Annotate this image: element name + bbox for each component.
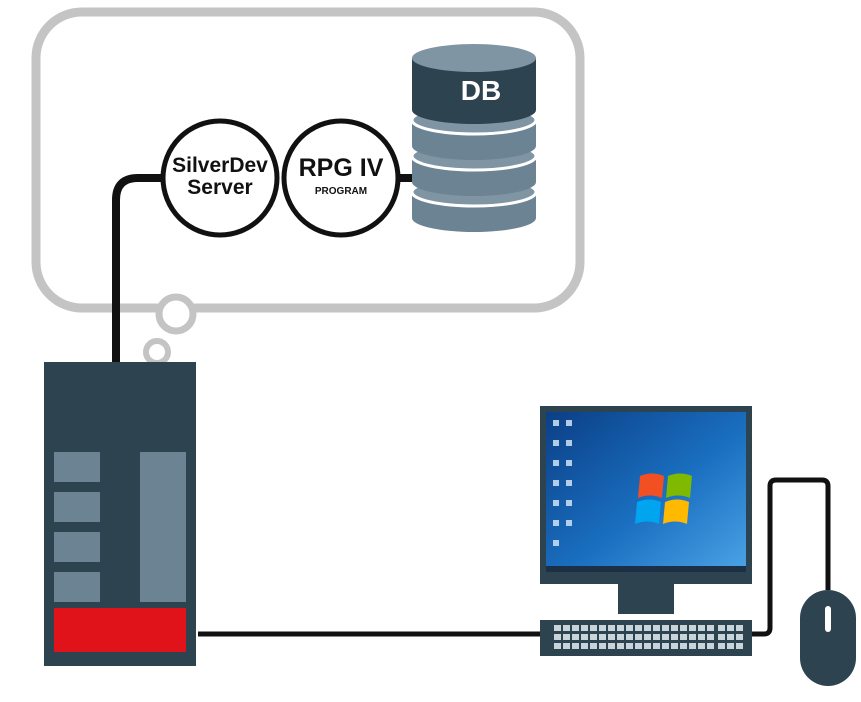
rpg-subtitle: PROGRAM — [315, 186, 367, 197]
rpg-title: RPG IV — [299, 154, 384, 182]
keyboard-key — [635, 634, 642, 640]
keyboard-key — [707, 634, 714, 640]
keyboard-key — [680, 625, 687, 631]
mouse-icon — [800, 590, 856, 686]
keyboard-key — [662, 634, 669, 640]
keyboard-key — [590, 625, 597, 631]
rpg-program-node: RPG IV PROGRAM — [281, 118, 401, 238]
keyboard-key — [608, 634, 615, 640]
server-drive-bay-3 — [54, 532, 100, 562]
server-to-silverdev-cable — [112, 174, 165, 362]
keyboard-key — [698, 625, 705, 631]
keyboard-key — [698, 634, 705, 640]
keyboard-key — [698, 643, 705, 649]
keypad-key — [736, 643, 743, 649]
keyboard-key — [635, 643, 642, 649]
keyboard-key — [689, 643, 696, 649]
keypad-key — [736, 625, 743, 631]
mouse-cable — [752, 477, 831, 637]
keyboard-key — [617, 625, 624, 631]
keyboard-key — [653, 625, 660, 631]
keyboard-key — [599, 634, 606, 640]
keyboard-key — [554, 643, 561, 649]
keyboard-key — [671, 625, 678, 631]
keyboard-key — [581, 634, 588, 640]
server-side-panel — [140, 452, 186, 602]
keyboard-key — [653, 643, 660, 649]
keyboard-key — [644, 643, 651, 649]
cables — [112, 174, 831, 637]
keyboard-key — [680, 634, 687, 640]
desktop-computer-icon — [540, 406, 752, 614]
keyboard-key — [581, 643, 588, 649]
keyboard-key — [572, 643, 579, 649]
keyboard-key — [689, 625, 696, 631]
keyboard-key — [590, 643, 597, 649]
keyboard-key — [581, 625, 588, 631]
keyboard-key — [554, 634, 561, 640]
keypad-key — [718, 625, 725, 631]
keyboard-key — [653, 634, 660, 640]
keyboard-key — [671, 634, 678, 640]
monitor-stand — [618, 584, 674, 614]
taskbar — [546, 566, 746, 572]
keyboard-key — [689, 634, 696, 640]
keypad-key — [727, 634, 734, 640]
silverdev-line2: Server — [187, 176, 252, 199]
keyboard-key — [554, 625, 561, 631]
keyboard-keys — [554, 625, 743, 649]
windows-logo-icon — [635, 473, 692, 524]
keyboard-key — [572, 634, 579, 640]
server-drive-bay-2 — [54, 492, 100, 522]
keyboard-key — [563, 634, 570, 640]
keyboard-key — [626, 634, 633, 640]
thought-bubble-medium — [143, 338, 171, 366]
database-label: DB — [461, 75, 501, 106]
keyboard-icon — [540, 620, 752, 656]
server-tower-icon — [44, 362, 196, 666]
thought-bubble-large — [155, 293, 197, 335]
keyboard-key — [635, 625, 642, 631]
mouse-wheel — [825, 606, 831, 632]
keyboard-key — [707, 625, 714, 631]
keyboard-key — [563, 643, 570, 649]
keypad-key — [727, 643, 734, 649]
keyboard-key — [617, 643, 624, 649]
keyboard-key — [707, 643, 714, 649]
keypad-key — [736, 634, 743, 640]
keyboard-key — [671, 643, 678, 649]
database-icon: DB — [410, 44, 538, 232]
keyboard-key — [644, 634, 651, 640]
keypad-key — [718, 643, 725, 649]
desktop-icons — [553, 420, 572, 546]
keypad-key — [727, 625, 734, 631]
keypad-key — [718, 634, 725, 640]
silverdev-line1: SilverDev — [172, 154, 268, 177]
keyboard-key — [563, 625, 570, 631]
server-drive-bay-1 — [54, 452, 100, 482]
keyboard-key — [680, 643, 687, 649]
keyboard-key — [662, 625, 669, 631]
keyboard-key — [599, 643, 606, 649]
keyboard-key — [662, 643, 669, 649]
keyboard-key — [644, 625, 651, 631]
keyboard-key — [599, 625, 606, 631]
keyboard-key — [617, 634, 624, 640]
keyboard-key — [626, 625, 633, 631]
keyboard-key — [590, 634, 597, 640]
keyboard-key — [608, 625, 615, 631]
keyboard-key — [572, 625, 579, 631]
silverdev-server-node: SilverDev Server — [160, 118, 280, 238]
keyboard-key — [626, 643, 633, 649]
keyboard-key — [608, 643, 615, 649]
server-drive-bay-4 — [54, 572, 100, 602]
server-red-panel — [54, 608, 186, 652]
